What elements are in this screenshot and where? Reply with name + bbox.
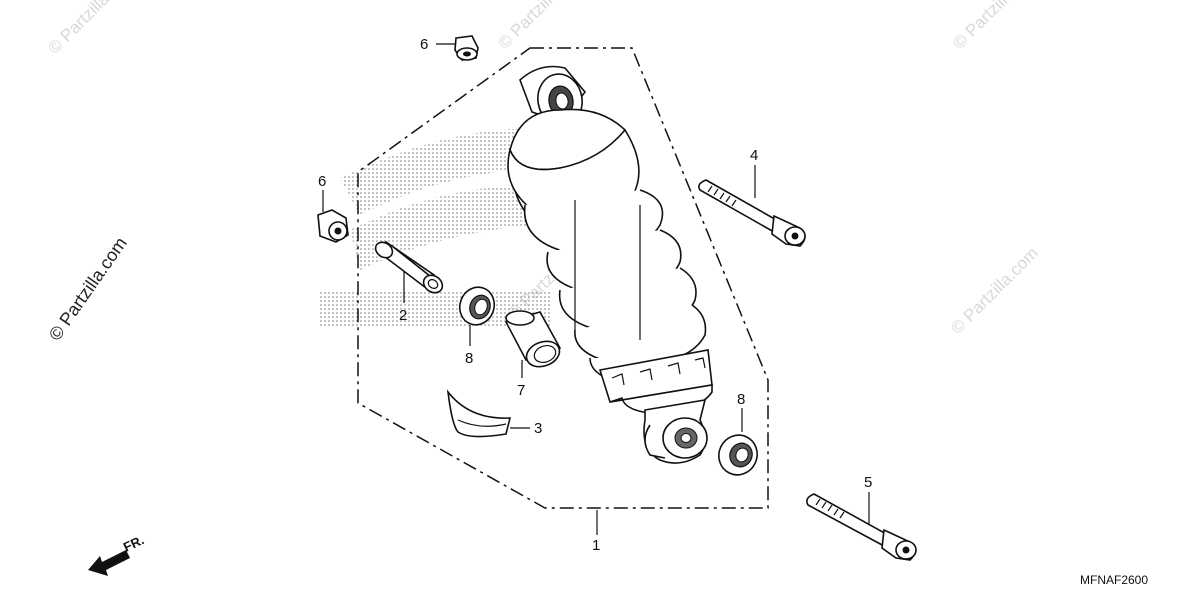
bolt-part-4[interactable] (698, 179, 806, 247)
svg-text:© Partzilla.com: © Partzilla.com (949, 0, 1043, 53)
shock-absorber-part-1[interactable] (507, 65, 713, 464)
watermark-top-right: © Partzilla.com (949, 0, 1043, 53)
dust-seal-part-8-left[interactable] (455, 282, 500, 329)
callout-1: 1 (592, 537, 600, 554)
watermark-top-left: © Partzilla.com (44, 0, 138, 58)
front-direction-arrow-icon: FR. (88, 532, 146, 576)
watermark-side: © Partzilla.com (45, 233, 131, 344)
label-part-3[interactable] (446, 389, 512, 438)
svg-text:© Partzilla.com: © Partzilla.com (947, 243, 1041, 337)
callout-8-left: 8 (465, 350, 473, 367)
front-label: FR. (121, 532, 146, 554)
svg-text:© Partzilla.com: © Partzilla.com (44, 0, 138, 58)
drawing-code: MFNAF2600 (1080, 573, 1148, 587)
collar-part-2[interactable] (373, 239, 446, 296)
dust-seal-part-8-right[interactable] (712, 429, 763, 481)
callout-4: 4 (750, 147, 758, 164)
callout-8-right: 8 (737, 391, 745, 408)
watermark-right: © Partzilla.com (947, 243, 1041, 337)
callout-2: 2 (399, 307, 407, 324)
svg-text:© Partzilla.com: © Partzilla.com (494, 0, 588, 53)
callout-5: 5 (864, 474, 872, 491)
watermark-top-mid: © Partzilla.com (494, 0, 588, 53)
callout-3: 3 (534, 420, 542, 437)
assembly-boundary (357, 47, 769, 509)
callout-7: 7 (517, 382, 525, 399)
leader-lines (322, 43, 870, 535)
callout-6-top: 6 (420, 36, 428, 53)
nut-part-6-top[interactable] (454, 35, 479, 61)
svg-text:© Partzilla.com: © Partzilla.com (45, 233, 131, 344)
nut-part-6-left[interactable] (317, 209, 349, 243)
callout-6-left: 6 (318, 173, 326, 190)
bearing-part-7[interactable] (504, 310, 563, 371)
bolt-part-5[interactable] (806, 493, 917, 561)
